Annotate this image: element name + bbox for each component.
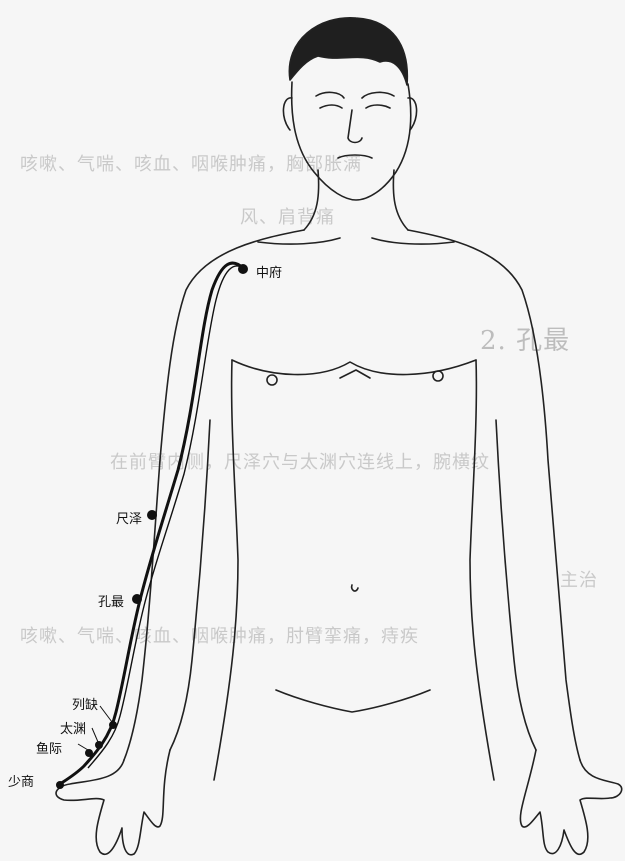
acupoint-shaoshang [56, 781, 64, 789]
acupoint-label-zhongfu: 中府 [256, 262, 282, 281]
acupoint-label-chize: 尺泽 [116, 508, 142, 527]
hair [289, 18, 407, 85]
acupoint-label-kongzui: 孔最 [98, 591, 124, 610]
acupoint-yuji [85, 749, 93, 757]
acupoint-chize [147, 510, 157, 520]
acupoint-kongzui [132, 594, 142, 604]
acupoint-lieque [109, 721, 117, 729]
left-hand [520, 750, 621, 854]
left-ear [283, 98, 292, 130]
acupoint-label-lieque: 列缺 [72, 694, 98, 713]
acupoint-label-shaoshang: 少商 [8, 771, 34, 790]
acupoint-label-taiyuan: 太渊 [60, 718, 86, 737]
acupoint-zhongfu [238, 264, 248, 274]
acupoint-taiyuan [95, 741, 103, 749]
right-ear [408, 98, 417, 130]
right-hand [56, 750, 170, 855]
neck [304, 170, 319, 230]
acupoint-label-yuji: 鱼际 [36, 738, 62, 757]
